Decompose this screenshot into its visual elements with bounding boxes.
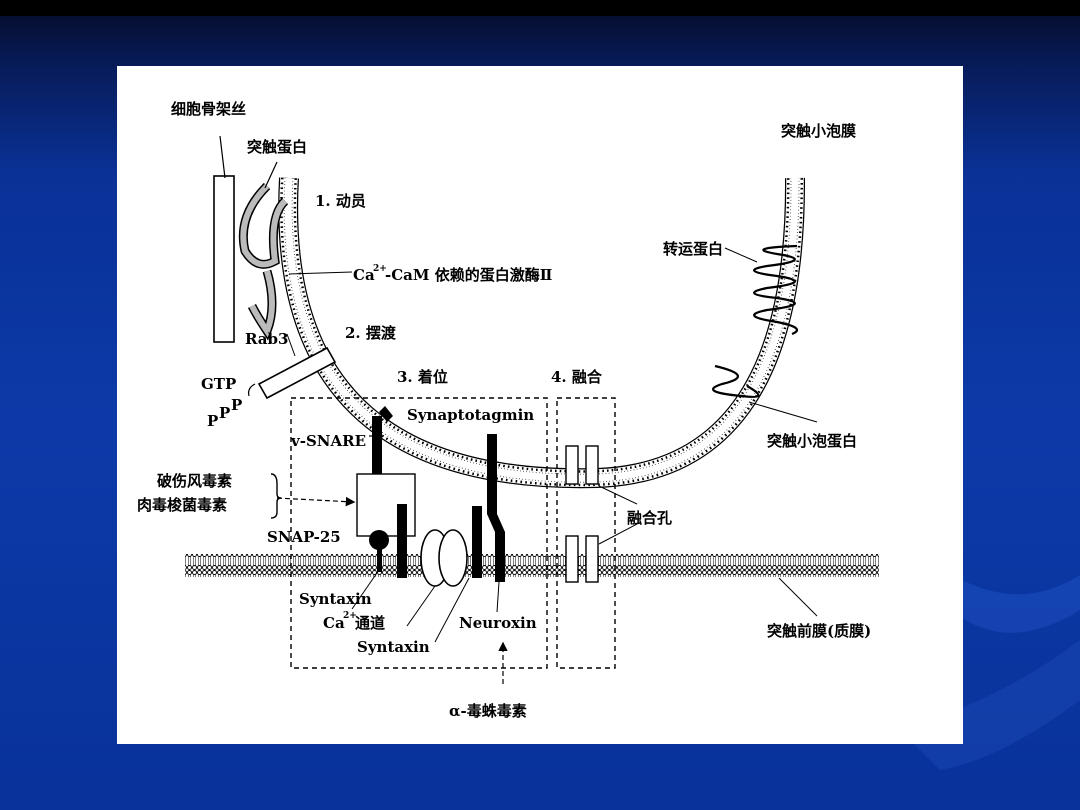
synaptotagmin-protein <box>487 434 497 514</box>
syntaxin-protein <box>397 504 407 578</box>
label-neuroxin: Neuroxin <box>459 614 537 632</box>
docking-region-box <box>290 397 548 669</box>
label-presynaptic-membrane: 突触前膜(质膜) <box>767 622 871 640</box>
slide-top-bar <box>0 0 1080 16</box>
label-ca-channel: 通道 <box>355 614 385 632</box>
label-step2: 2. 摆渡 <box>345 324 397 342</box>
presynaptic-membrane <box>185 554 879 577</box>
label-ca-channel-ca: Ca <box>323 614 345 632</box>
label-transporter: 转运蛋白 <box>663 240 723 258</box>
synaptic-vesicle-diagram: 细胞骨架丝 突触蛋白 突触小泡膜 1. 动员 Ca 2+ -CaM 依赖的蛋白激… <box>137 100 879 720</box>
neuroxin-protein <box>472 506 482 578</box>
label-snap25: SNAP-25 <box>267 528 341 546</box>
label-step3: 3. 着位 <box>397 368 448 386</box>
label-p3: P <box>231 396 242 414</box>
calcium-channel <box>420 529 468 587</box>
label-ca-sup: 2+ <box>373 264 387 274</box>
fusion-region-box <box>556 397 616 669</box>
label-botulinum-toxin: 肉毒梭菌毒素 <box>137 496 227 514</box>
snap25-protein <box>369 530 389 550</box>
label-p2: P <box>219 404 230 422</box>
label-tetanus-toxin: 破伤风毒素 <box>157 472 232 490</box>
label-syntaxin-1: Syntaxin <box>299 590 372 608</box>
label-syntaxin-2: Syntaxin <box>357 638 430 656</box>
fusion-pore <box>565 445 599 583</box>
synaptophysin-protein <box>711 364 760 398</box>
label-ca: Ca <box>353 266 375 284</box>
transporter-protein <box>753 244 799 336</box>
label-latrotoxin: α-毒蛛毒素 <box>449 702 527 720</box>
diagram-panel: 细胞骨架丝 突触蛋白 突触小泡膜 1. 动员 Ca 2+ -CaM 依赖的蛋白激… <box>117 66 963 744</box>
label-synaptotagmin: Synaptotagmin <box>407 406 534 424</box>
label-camk: -CaM 依赖的蛋白激酶Ⅱ <box>385 266 552 284</box>
label-v-snare: v-SNARE <box>290 432 366 450</box>
label-synaptophysin: 突触小泡蛋白 <box>767 432 857 450</box>
v-snare-protein <box>372 406 393 526</box>
label-ca-channel-sup: 2+ <box>343 611 357 621</box>
label-step1: 1. 动员 <box>315 192 366 210</box>
label-synapsin: 突触蛋白 <box>247 138 307 156</box>
cytoskeleton-filament <box>213 135 235 343</box>
label-cytoskeleton: 细胞骨架丝 <box>171 100 246 118</box>
label-step4: 4. 融合 <box>551 368 603 386</box>
label-gtp: GTP <box>201 375 236 393</box>
label-p1: P <box>207 412 218 430</box>
label-fusion-pore: 融合孔 <box>627 509 672 527</box>
rab3-protein <box>248 346 337 400</box>
label-vesicle-membrane: 突触小泡膜 <box>781 122 856 140</box>
label-rab3: Rab3 <box>245 330 288 348</box>
